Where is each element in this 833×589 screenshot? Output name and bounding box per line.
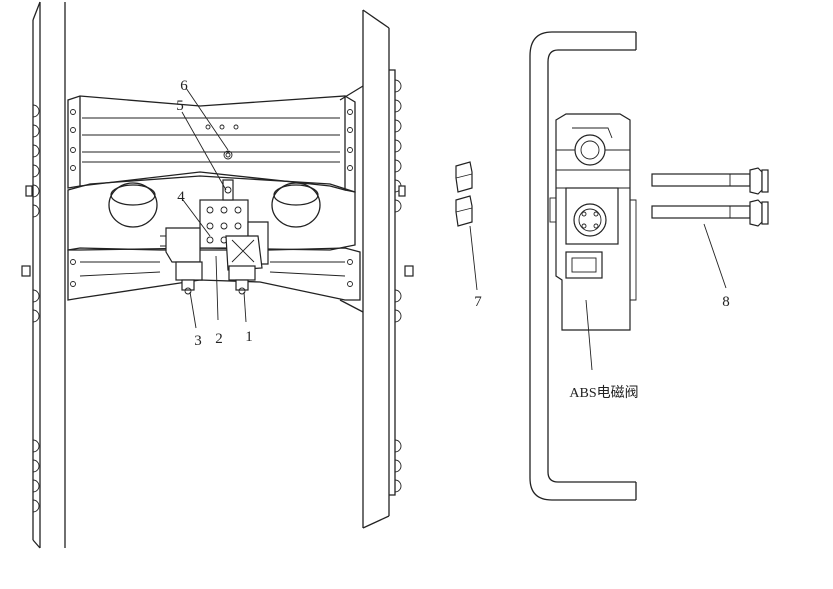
nut-drawing: [455, 161, 478, 291]
right-frame-rail: [339, 9, 414, 529]
callout-6: 6: [180, 78, 188, 94]
callout-4: 4: [177, 189, 185, 205]
crossmember-web: [67, 175, 356, 251]
lower-crossmember: [67, 247, 361, 301]
left-leader-lines: [181, 87, 247, 329]
abs-valve-caption: ABS电磁阀: [569, 385, 638, 401]
upper-crossmember: [67, 95, 356, 193]
callout-1: 1: [245, 329, 253, 345]
callout-7: 7: [474, 294, 482, 310]
callout-2: 2: [215, 331, 223, 347]
valve-assembly: [160, 179, 269, 295]
callout-8: 8: [722, 294, 730, 310]
left-frame-rail: [21, 1, 66, 549]
callout-3: 3: [194, 333, 202, 349]
callout-5: 5: [176, 98, 184, 114]
abs-valve-drawing: [549, 113, 637, 371]
chassis-frame-drawing: [21, 1, 414, 549]
hose-drawing: [529, 31, 637, 501]
bolt-drawing: [651, 167, 769, 289]
